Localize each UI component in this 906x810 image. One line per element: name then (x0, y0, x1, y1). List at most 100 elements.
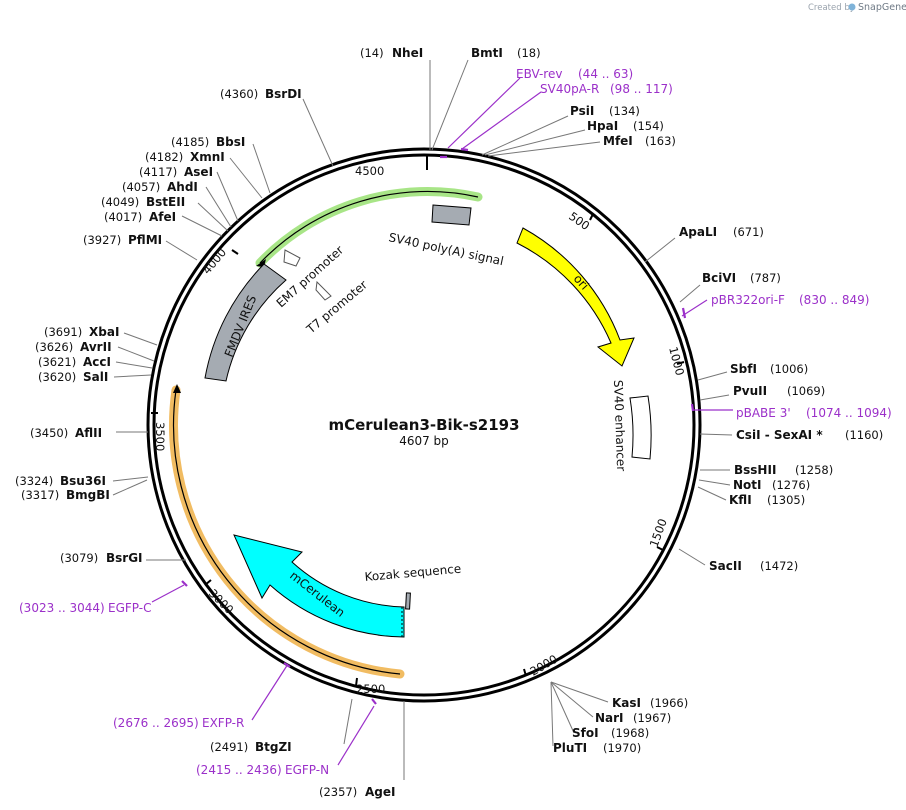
site-pos-pflmi: (3927) (83, 233, 121, 247)
site-pos-xmni: (4182) (145, 150, 183, 164)
site-pos-mfei: (163) (645, 134, 676, 148)
site-name-bsrdi[interactable]: BsrDI (265, 87, 302, 101)
site-name-noti[interactable]: NotI (733, 478, 762, 492)
feature-label-t7-promoter: T7 promoter (303, 278, 370, 337)
primer-leader-lines (151, 77, 733, 766)
credit-prefix: Created by (808, 3, 855, 13)
site-pos-bsu36i: (3324) (15, 474, 53, 488)
site-name-acci[interactable]: AccI (83, 355, 111, 369)
site-name-nari[interactable]: NarI (595, 711, 624, 725)
plasmid-length: 4607 bp (399, 434, 449, 448)
primer-name-sv40pa-r[interactable]: SV40pA-R (540, 82, 599, 96)
site-pos-bmgbi: (3317) (21, 488, 59, 502)
site-name-nhei[interactable]: NheI (392, 46, 423, 60)
site-name-bsshii[interactable]: BssHII (734, 463, 776, 477)
feature-label-sv40-polya: SV40 poly(A) signal (387, 230, 505, 268)
feature-mcerulean[interactable] (233, 534, 405, 638)
site-pos-noti: (1276) (772, 478, 810, 492)
feature-sv40-polya[interactable] (431, 204, 472, 226)
primer-range-pbabe3: (1074 .. 1094) (806, 406, 892, 420)
feature-t7-promoter[interactable] (315, 280, 332, 301)
site-name-btgzi[interactable]: BtgZI (255, 740, 292, 754)
site-name-avrii[interactable]: AvrII (80, 340, 112, 354)
site-pos-bmti: (18) (517, 46, 541, 60)
feature-label-sv40-enhancer: SV40 enhancer (611, 380, 628, 472)
site-pos-pluti: (1970) (603, 741, 641, 755)
site-pos-ahdi: (4057) (122, 180, 160, 194)
site-name-pvuii[interactable]: PvuII (733, 384, 767, 398)
site-name-aflii[interactable]: AflII (75, 426, 102, 440)
site-name-psii[interactable]: PsiI (570, 104, 594, 118)
site-name-pflmi[interactable]: PflMI (128, 233, 162, 247)
site-pos-csii-sexai: (1160) (845, 428, 883, 442)
feature-kozak[interactable] (405, 592, 411, 610)
feature-ori[interactable] (516, 227, 635, 367)
primer-name-pbabe3[interactable]: pBABE 3' (736, 406, 791, 420)
site-name-kfli[interactable]: KflI (729, 493, 752, 507)
backbone-inner (152, 153, 696, 697)
site-name-bsu36i[interactable]: Bsu36I (60, 474, 106, 488)
site-name-bcivi[interactable]: BciVI (702, 271, 736, 285)
site-pos-hpai: (154) (633, 119, 664, 133)
primer-name-exfp-r[interactable]: EXFP-R (202, 716, 244, 730)
site-name-kasi[interactable]: KasI (612, 696, 641, 710)
site-name-csii-sexai[interactable]: CsiI - SexAI * (736, 428, 823, 442)
site-name-mfei[interactable]: MfeI (603, 134, 633, 148)
site-name-apali[interactable]: ApaLI (679, 225, 717, 239)
tick-label-2500: 2500 (356, 682, 385, 696)
tick-label-3500: 3500 (153, 422, 167, 451)
primer-range-ebv-rev: (44 .. 63) (578, 67, 633, 81)
site-name-bmgbi[interactable]: BmgBI (66, 488, 110, 502)
site-pos-apali: (671) (733, 225, 764, 239)
site-name-afei[interactable]: AfeI (149, 210, 176, 224)
site-pos-sali: (3620) (38, 370, 76, 384)
site-name-xbai[interactable]: XbaI (89, 325, 119, 339)
site-name-agei[interactable]: AgeI (365, 785, 395, 799)
site-name-sali[interactable]: SalI (83, 370, 108, 384)
site-pos-agei: (2357) (319, 785, 357, 799)
primer-range-pbr322ori-f: (830 .. 849) (799, 293, 869, 307)
site-name-ahdi[interactable]: AhdI (167, 180, 198, 194)
orf-arrowhead-orange-icon (173, 384, 181, 393)
site-pos-bbsi: (4185) (171, 135, 209, 149)
primer-name-egfp-c[interactable]: EGFP-C (108, 601, 151, 615)
site-pos-bsrgi: (3079) (60, 551, 98, 565)
tick-label-4500: 4500 (355, 164, 384, 178)
site-name-sbfi[interactable]: SbfI (730, 362, 757, 376)
site-pos-xbai: (3691) (44, 325, 82, 339)
site-pos-bcivi: (787) (750, 271, 781, 285)
site-name-asei[interactable]: AseI (184, 165, 213, 179)
site-name-xmni[interactable]: XmnI (190, 150, 225, 164)
site-name-sfoi[interactable]: SfoI (572, 726, 599, 740)
site-pos-nhei: (14) (360, 46, 384, 60)
site-pos-bsshii: (1258) (795, 463, 833, 477)
site-leader-lines (112, 59, 733, 780)
site-name-bbsi[interactable]: BbsI (216, 135, 245, 149)
orf-line-orange (172, 389, 401, 675)
site-pos-bsteii: (4049) (101, 195, 139, 209)
site-name-bsrgi[interactable]: BsrGI (106, 551, 143, 565)
site-pos-sfoi: (1968) (611, 726, 649, 740)
site-pos-afei: (4017) (104, 210, 142, 224)
primer-name-ebv-rev[interactable]: EBV-rev (516, 67, 562, 81)
site-pos-pvuii: (1069) (787, 384, 825, 398)
tick-label-4000: 4000 (200, 245, 230, 276)
primer-markers (181, 147, 695, 705)
site-name-bmti[interactable]: BmtI (471, 46, 503, 60)
feature-sv40-enhancer[interactable] (629, 395, 652, 460)
feature-em7-promoter[interactable] (283, 249, 301, 267)
site-pos-asei: (4117) (139, 165, 177, 179)
site-name-bsteii[interactable]: BstEII (146, 195, 185, 209)
feature-fmdv-ires[interactable] (204, 263, 287, 382)
site-pos-psii: (134) (609, 104, 640, 118)
primer-range-sv40pa-r: (98 .. 117) (610, 82, 673, 96)
primer-name-pbr322ori-f[interactable]: pBR322ori-F (711, 293, 785, 307)
primer-name-egfp-n[interactable]: EGFP-N (285, 763, 329, 777)
snapgene-logo-icon (848, 3, 856, 11)
primer-range-exfp-r: (2676 .. 2695) (113, 716, 199, 730)
site-name-pluti[interactable]: PluTI (553, 741, 587, 755)
site-name-sacii[interactable]: SacII (709, 559, 742, 573)
site-pos-kasi: (1966) (650, 696, 688, 710)
site-name-hpai[interactable]: HpaI (587, 119, 618, 133)
